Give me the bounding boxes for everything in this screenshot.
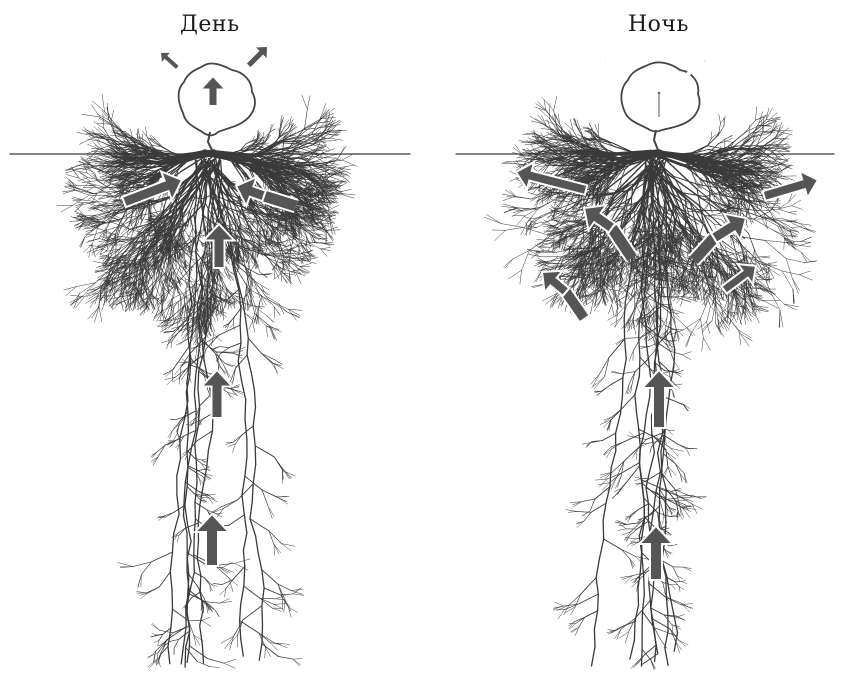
night-panel-title: Ночь [628, 12, 689, 37]
night-root-system [456, 96, 834, 670]
day-arrow-transp-left [160, 52, 180, 70]
night-arrow-transp-right [687, 60, 706, 75]
day-arrow-right-inflow [264, 196, 296, 206]
day-arrow-transp-right [246, 46, 269, 69]
day-panel-title: День [180, 12, 240, 37]
night-arrow-inner-right-head [711, 214, 746, 243]
night-arrow-transp-left [604, 59, 625, 74]
